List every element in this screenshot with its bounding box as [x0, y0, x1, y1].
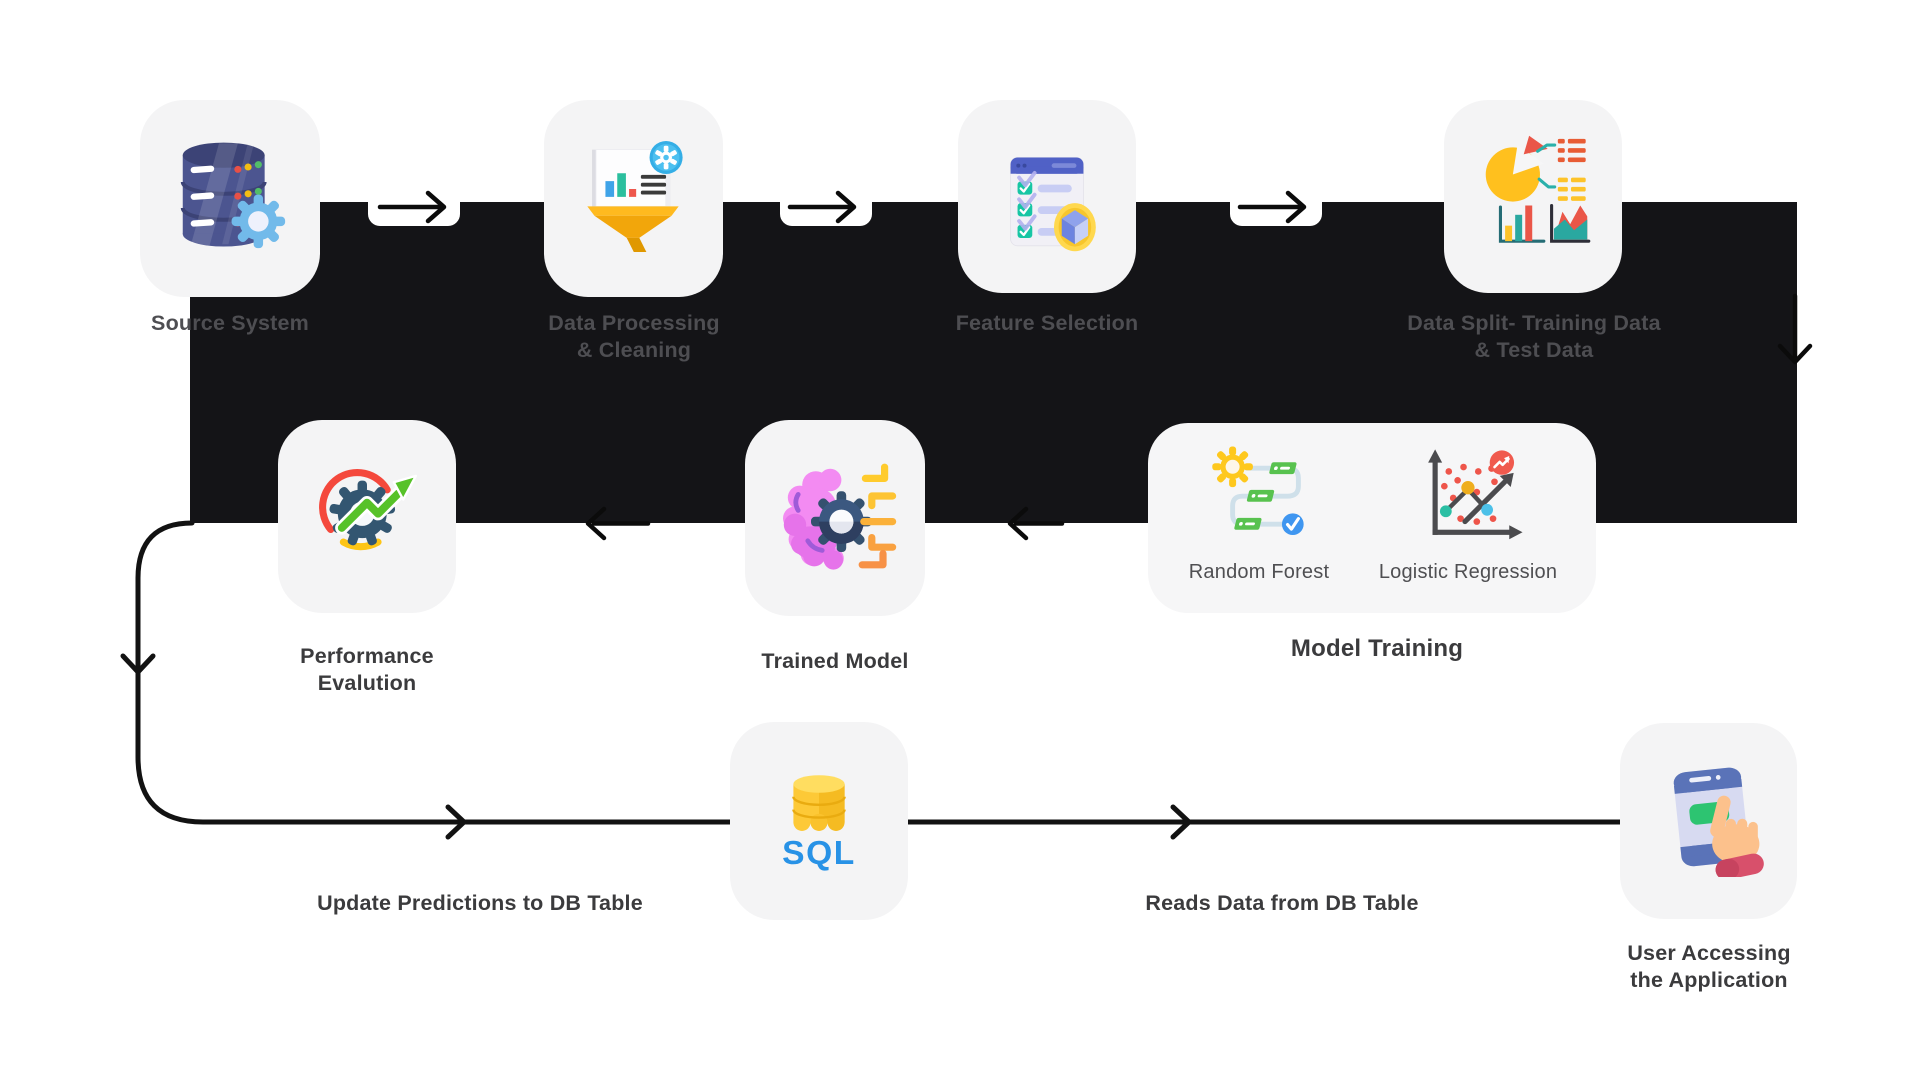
node-user-access: [1620, 723, 1797, 919]
sql-cylinder-icon: SQL: [782, 775, 856, 872]
label-trained-model: Trained Model: [761, 649, 909, 673]
checklist-cube-icon: [1010, 157, 1096, 252]
arrowhead-right-icon: [445, 804, 467, 840]
label-data-split: Data Split- Training Data & Test Data: [1407, 311, 1661, 363]
brain-gear-icon: [783, 463, 897, 570]
label-logistic-regression: Logistic Regression: [1378, 561, 1558, 583]
arrowhead-right-icon: [1170, 804, 1192, 840]
label-feature-selection: Feature Selection: [955, 311, 1139, 335]
label-random-forest: Random Forest: [1188, 561, 1330, 583]
database-gear-icon: [180, 142, 286, 249]
scatter-trend-icon: [1428, 449, 1523, 540]
arrow-notch: [780, 190, 872, 226]
label-update-predictions: Update Predictions to DB Table: [317, 891, 643, 915]
charts-dashboard-icon: [1485, 135, 1591, 243]
funnel-chart-icon: [587, 140, 683, 252]
sql-text: SQL: [782, 835, 856, 872]
node-source-system: [140, 100, 320, 297]
label-data-processing: Data Processing & Cleaning: [548, 311, 720, 363]
label-performance-evaluation: Performance Evalution: [300, 644, 434, 696]
label-model-training: Model Training: [1290, 635, 1464, 662]
node-sql-database: SQL: [730, 722, 908, 920]
flow-tags-icon: [1212, 446, 1304, 536]
phone-touch-icon: [1673, 767, 1764, 877]
node-data-processing: [544, 100, 723, 297]
node-feature-selection: [958, 100, 1136, 293]
label-source-system: Source System: [151, 311, 309, 335]
arrow-notch: [368, 190, 460, 226]
node-trained-model: [745, 420, 925, 616]
node-data-split: [1444, 100, 1622, 293]
label-reads-data: Reads Data from DB Table: [1145, 891, 1419, 915]
gear-growth-arrow-icon: [319, 469, 418, 551]
node-performance-evaluation: [278, 420, 456, 613]
arrow-notch: [1230, 190, 1322, 226]
arrowhead-down-icon: [120, 653, 156, 675]
label-user-access: User Accessing the Application: [1627, 941, 1791, 993]
